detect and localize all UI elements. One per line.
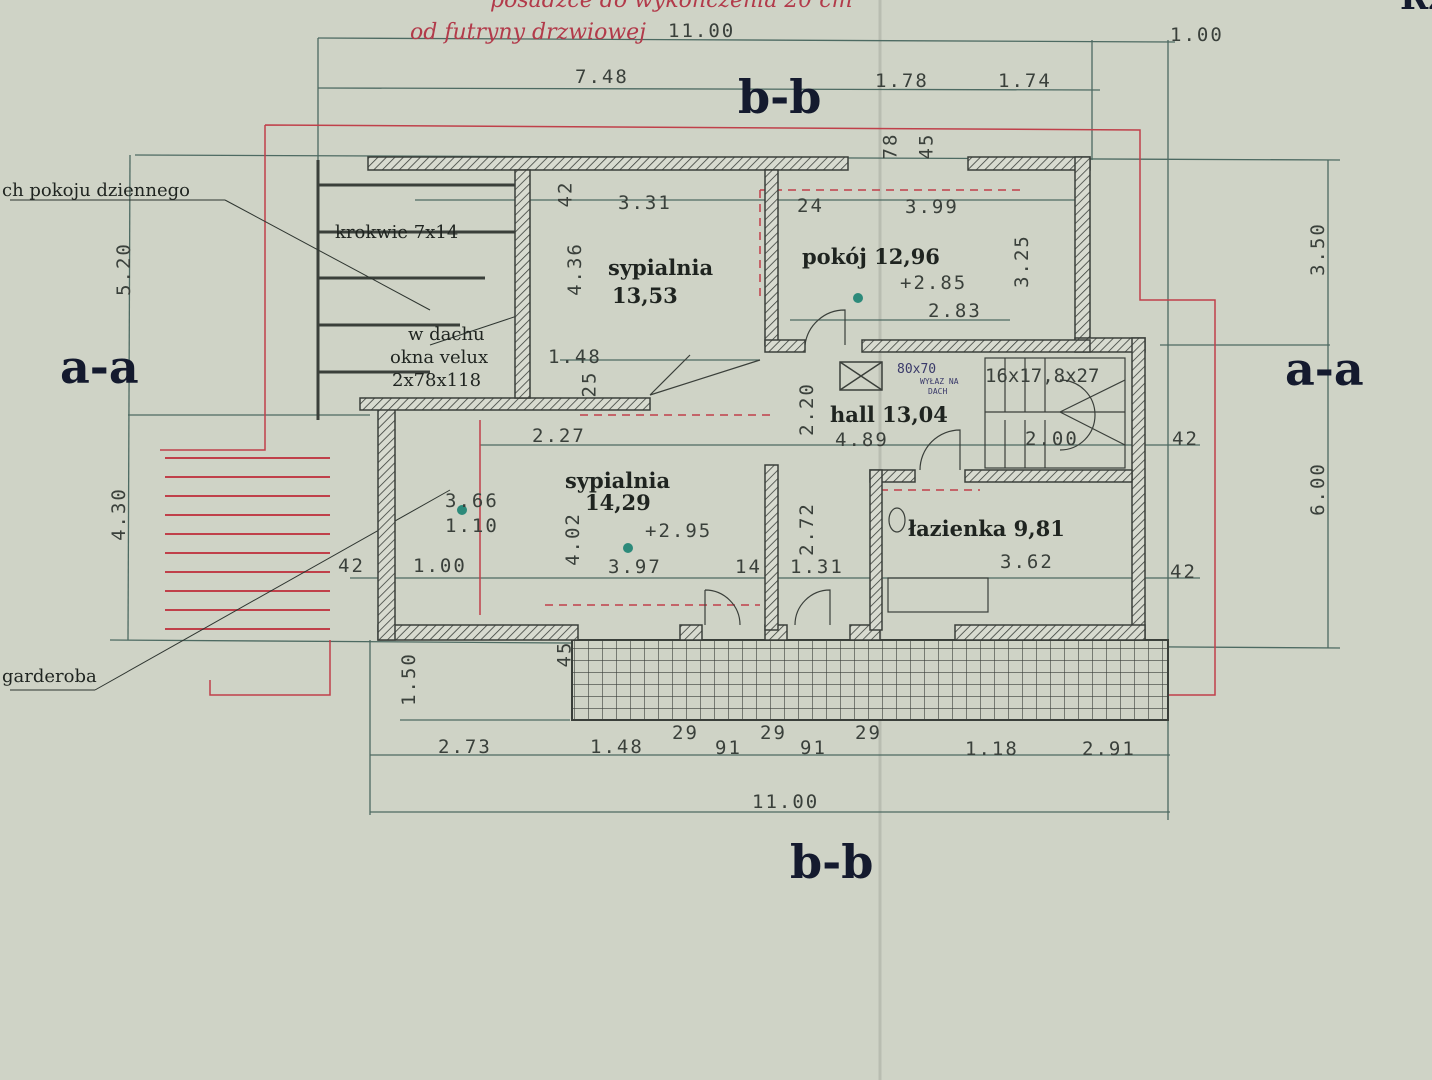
dim: 24 [797,195,824,217]
room-area-sypialnia-1: 13,53 [612,283,678,308]
level-sypialnia-2: +2.95 [645,520,713,542]
dim: 1.78 [875,70,929,92]
dim: 3.62 [1000,551,1054,573]
note-stairs: 16x17,8x27 [985,365,1100,387]
dim: 1.50 [397,652,420,706]
section-label-right: a-a [1285,342,1364,396]
dim-top-total: 11.00 [668,20,736,42]
dim: 2.00 [1025,428,1079,450]
terrace-lines [165,457,330,630]
note-living-room: ch pokoju dziennego [2,180,191,201]
handwritten-note-1: posadzce do wykończenia 20 cm [490,0,853,13]
dim: 1.18 [965,738,1019,760]
dim: 3.66 [445,490,499,512]
dim-bottom-total: 11.00 [752,791,820,813]
note-roof-3: 2x78x118 [392,370,482,391]
section-label-top: b-b [738,70,822,124]
note-wardrobe: garderoba [2,666,97,687]
room-label-lazienka: łazienka 9,81 [908,516,1065,541]
note-rafters: krokwie 7x14 [335,222,459,243]
note-roof-1: w dachu [408,324,485,345]
staircase [984,357,1126,469]
section-label-bottom: b-b [790,835,874,889]
dim: 2.27 [532,425,586,447]
note-hatch: 80x70 [897,362,937,377]
level-markers [457,293,863,553]
dim: 1.10 [445,515,499,537]
dim: 45 [553,640,576,668]
dim: 1.00 [413,555,467,577]
dim: 2.73 [438,736,492,758]
dim: 29 [855,722,882,744]
dim: 5.20 [112,242,135,296]
dim: 3.50 [1306,222,1329,276]
dim: 25 [578,370,601,398]
dim: 1.74 [998,70,1052,92]
dim: 2.20 [795,382,818,436]
walls [359,156,1146,641]
dim: 4.89 [835,429,889,451]
dim: 1.31 [790,556,844,578]
title-fragment: Rzut [1400,0,1432,18]
dim: 7.48 [575,66,629,88]
dim: 29 [672,722,699,744]
note-roof-2: okna velux [390,347,489,368]
dim: 4.02 [561,512,584,566]
note-hatch-3: DACH [928,387,948,396]
dim: 42 [1172,428,1199,450]
dim: 3.99 [905,196,959,218]
dim: 42 [1170,561,1197,583]
dim: 91 [715,737,742,759]
dim: 4.36 [563,242,586,296]
dim: 3.97 [608,556,662,578]
level-pokoj: +2.85 [900,272,968,294]
roof-hatch [839,361,883,391]
dim: 3.25 [1010,234,1033,288]
dim: 1.48 [590,736,644,758]
note-hatch-2: WYŁAZ NA [920,377,959,386]
section-label-left: a-a [60,340,139,394]
dim: 14 [735,556,762,578]
dim: 4.30 [107,487,130,541]
dim: 2.91 [1082,738,1136,760]
rafters [316,160,518,420]
dim: 1.48 [548,346,602,368]
room-label-hall: hall 13,04 [830,402,948,427]
dim: 42 [554,180,577,208]
dim: 45 [915,132,938,160]
dim: 2.72 [795,502,818,556]
dim: 3.31 [618,192,672,214]
dim: 29 [760,722,787,744]
balcony [571,639,1169,721]
dim: 6.00 [1306,462,1329,516]
dim: 2.83 [928,300,982,322]
dim: 42 [338,555,365,577]
room-area-sypialnia-2: 14,29 [585,490,651,515]
room-label-pokoj: pokój 12,96 [802,244,940,269]
dim: 78 [879,132,902,160]
room-label-sypialnia-1: sypialnia [608,255,714,280]
doors [649,309,989,626]
room-label-sypialnia-2: sypialnia [565,468,671,493]
dim-top-right: 1.00 [1170,24,1224,46]
handwritten-note-2: od futryny drzwiowej [410,20,646,45]
dim: 91 [800,737,827,759]
